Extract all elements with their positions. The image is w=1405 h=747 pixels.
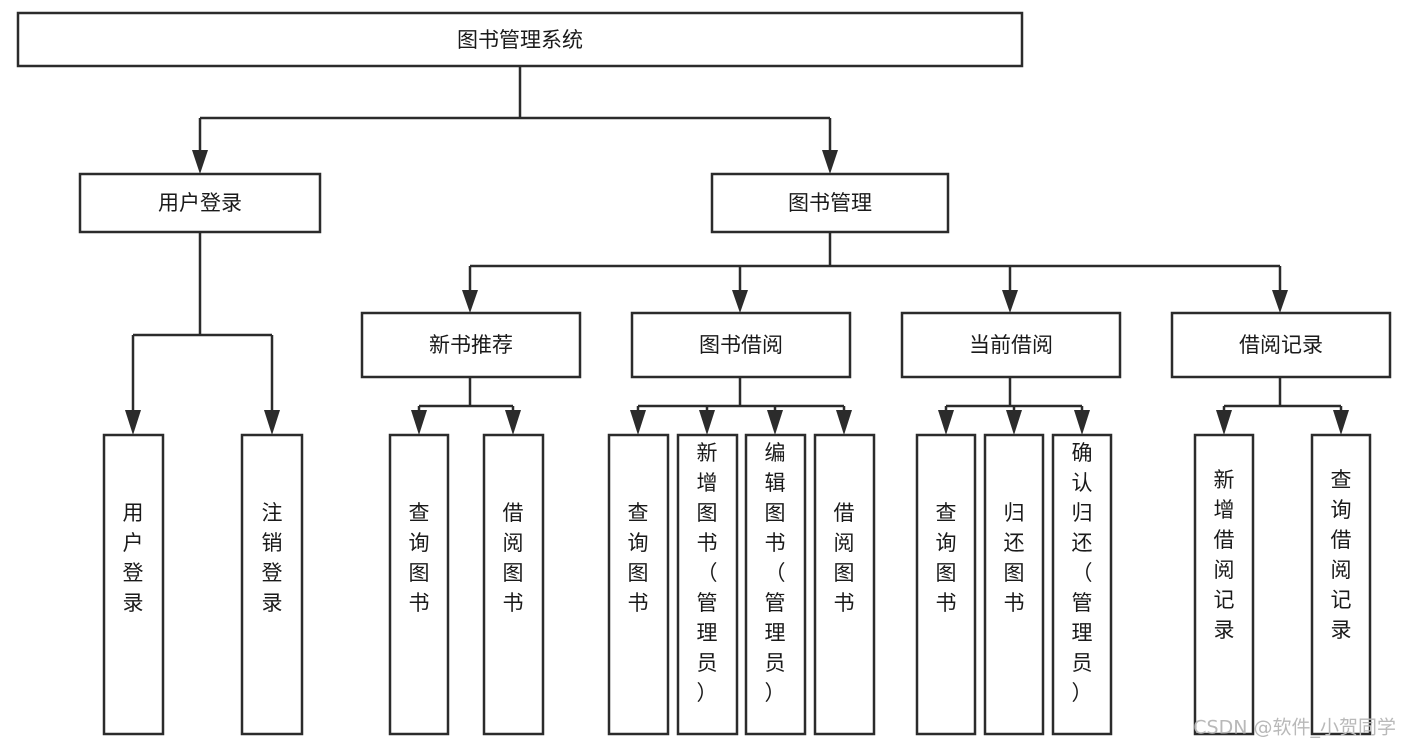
arrow-head-leaf-return-book <box>1006 410 1022 435</box>
node-root-label: 图书管理系统 <box>457 28 583 52</box>
node-leaf-borrow-book-2-box[interactable] <box>813 433 876 736</box>
node-leaf-query-record-label: 查询借阅记录 <box>1331 468 1352 642</box>
arrow-head-book-borrow <box>732 290 748 313</box>
arrow-head-leaf-confirm-return <box>1074 410 1090 435</box>
node-leaf-add-record[interactable]: 新增借阅记录 <box>1193 433 1255 736</box>
node-leaf-add-book-label: 新增图书（管理员） <box>697 441 718 705</box>
node-user-login[interactable]: 用户登录 <box>78 172 322 234</box>
node-book-manage-box[interactable] <box>710 172 950 234</box>
node-book-borrow[interactable]: 图书借阅 <box>630 311 852 379</box>
node-leaf-return-book-label: 归还图书 <box>1004 501 1025 615</box>
arrow-head-new-book-recommend <box>462 290 478 313</box>
node-leaf-query-book-2-box[interactable] <box>607 433 670 736</box>
node-leaf-query-book-3-box[interactable] <box>915 433 977 736</box>
node-book-borrow-box[interactable] <box>630 311 852 379</box>
arrow-head-leaf-add-book <box>699 410 715 435</box>
node-new-book-recommend[interactable]: 新书推荐 <box>360 311 582 379</box>
node-leaf-edit-book[interactable]: 编辑图书（管理员） <box>744 433 807 736</box>
arrow-head-leaf-edit-book <box>767 410 783 435</box>
node-root[interactable]: 图书管理系统 <box>16 11 1024 68</box>
node-new-book-recommend-label: 新书推荐 <box>429 333 513 357</box>
node-leaf-query-book-3-label: 查询图书 <box>936 501 957 615</box>
node-leaf-add-book[interactable]: 新增图书（管理员） <box>676 433 739 736</box>
node-leaf-user-logout-box[interactable] <box>240 433 304 736</box>
node-leaf-confirm-return-box[interactable] <box>1051 433 1113 736</box>
arrow-head-leaf-query-book-2 <box>630 410 646 435</box>
node-borrow-record[interactable]: 借阅记录 <box>1170 311 1392 379</box>
node-leaf-user-login-box[interactable] <box>102 433 165 736</box>
node-book-borrow-label: 图书借阅 <box>699 333 783 357</box>
arrow-head-leaf-add-record <box>1216 410 1232 435</box>
node-leaf-borrow-book-1-label: 借阅图书 <box>503 501 524 615</box>
node-leaf-user-login-label: 用户登录 <box>123 501 144 615</box>
node-leaf-user-logout-label: 注销登录 <box>262 501 283 615</box>
node-user-login-box[interactable] <box>78 172 322 234</box>
node-leaf-query-record-box[interactable] <box>1310 433 1372 736</box>
node-current-borrow-label: 当前借阅 <box>969 333 1053 357</box>
node-leaf-add-record-box[interactable] <box>1193 433 1255 736</box>
arrow-head-book-manage <box>822 150 838 174</box>
node-leaf-add-book-box[interactable] <box>676 433 739 736</box>
arrow-head-leaf-query-record <box>1333 410 1349 435</box>
node-leaf-query-book-1-box[interactable] <box>388 433 450 736</box>
node-borrow-record-box[interactable] <box>1170 311 1392 379</box>
node-leaf-query-book-2[interactable]: 查询图书 <box>607 433 670 736</box>
node-leaf-add-record-label: 新增借阅记录 <box>1214 468 1235 642</box>
arrow-head-leaf-borrow-book-2 <box>836 410 852 435</box>
node-leaf-query-book-1-label: 查询图书 <box>409 501 430 615</box>
arrow-head-leaf-query-book-3 <box>938 410 954 435</box>
arrow-head-current-borrow <box>1002 290 1018 313</box>
node-leaf-confirm-return[interactable]: 确认归还（管理员） <box>1051 433 1113 736</box>
node-current-borrow[interactable]: 当前借阅 <box>900 311 1122 379</box>
node-new-book-recommend-box[interactable] <box>360 311 582 379</box>
node-leaf-return-book-box[interactable] <box>983 433 1045 736</box>
node-borrow-record-label: 借阅记录 <box>1239 333 1323 357</box>
node-leaf-edit-book-box[interactable] <box>744 433 807 736</box>
watermark-label: CSDN @软件_小贺同学 <box>1193 717 1396 739</box>
node-book-manage-label: 图书管理 <box>788 191 872 215</box>
node-root-box[interactable] <box>16 11 1024 68</box>
node-current-borrow-box[interactable] <box>900 311 1122 379</box>
node-leaf-borrow-book-1-box[interactable] <box>482 433 545 736</box>
arrow-head-leaf-query-book-1 <box>411 410 427 435</box>
arrow-head-leaf-user-login <box>125 410 141 435</box>
arrow-head-borrow-record <box>1272 290 1288 313</box>
node-leaf-confirm-return-label: 确认归还（管理员） <box>1072 441 1093 705</box>
node-leaf-query-book-3[interactable]: 查询图书 <box>915 433 977 736</box>
node-leaf-query-record[interactable]: 查询借阅记录 <box>1310 433 1372 736</box>
connector-layer <box>125 66 1349 435</box>
node-leaf-borrow-book-2[interactable]: 借阅图书 <box>813 433 876 736</box>
node-leaf-edit-book-label: 编辑图书（管理员） <box>765 441 786 705</box>
node-leaf-borrow-book-2-label: 借阅图书 <box>834 501 855 615</box>
node-book-manage[interactable]: 图书管理 <box>710 172 950 234</box>
node-leaf-query-book-1[interactable]: 查询图书 <box>388 433 450 736</box>
arrow-head-leaf-borrow-book-1 <box>505 410 521 435</box>
node-leaf-query-book-2-label: 查询图书 <box>628 501 649 615</box>
node-leaf-return-book[interactable]: 归还图书 <box>983 433 1045 736</box>
node-leaf-borrow-book-1[interactable]: 借阅图书 <box>482 433 545 736</box>
arrow-head-user-login <box>192 150 208 174</box>
node-leaf-user-logout[interactable]: 注销登录 <box>240 433 304 736</box>
arrow-head-leaf-user-logout <box>264 410 280 435</box>
node-user-login-label: 用户登录 <box>158 191 242 215</box>
node-leaf-user-login[interactable]: 用户登录 <box>102 433 165 736</box>
